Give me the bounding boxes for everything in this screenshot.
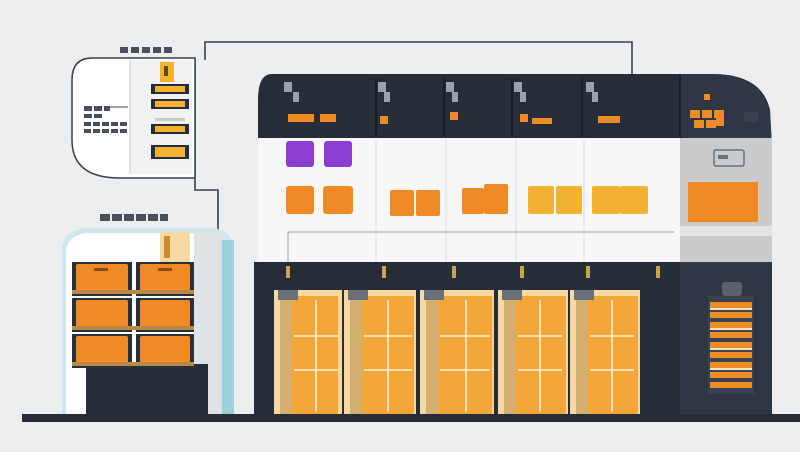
ground-shadow xyxy=(0,422,800,448)
battery-module-1 xyxy=(274,290,342,416)
battery-module-icon xyxy=(72,262,194,368)
battery-module-3 xyxy=(420,290,494,416)
battery-module-4 xyxy=(498,290,568,416)
card-glyph-lines xyxy=(84,106,128,133)
card-header-glyphs xyxy=(120,47,172,53)
battery-module-2 xyxy=(344,290,416,416)
monitor-card xyxy=(71,57,196,179)
striped-battery-cell xyxy=(708,282,754,394)
status-tiles xyxy=(286,141,648,216)
monitor-panel-icon xyxy=(690,94,758,128)
main-storage-container xyxy=(254,74,772,416)
battery-module-5 xyxy=(570,290,640,416)
control-slot-icon xyxy=(284,82,620,124)
rack-header-glyphs xyxy=(100,214,168,221)
top-wire xyxy=(204,41,633,75)
storage-rack-icon xyxy=(151,62,189,159)
ground-base xyxy=(22,414,800,422)
left-rack-cabinet xyxy=(62,228,234,416)
battery-modules xyxy=(274,290,640,416)
